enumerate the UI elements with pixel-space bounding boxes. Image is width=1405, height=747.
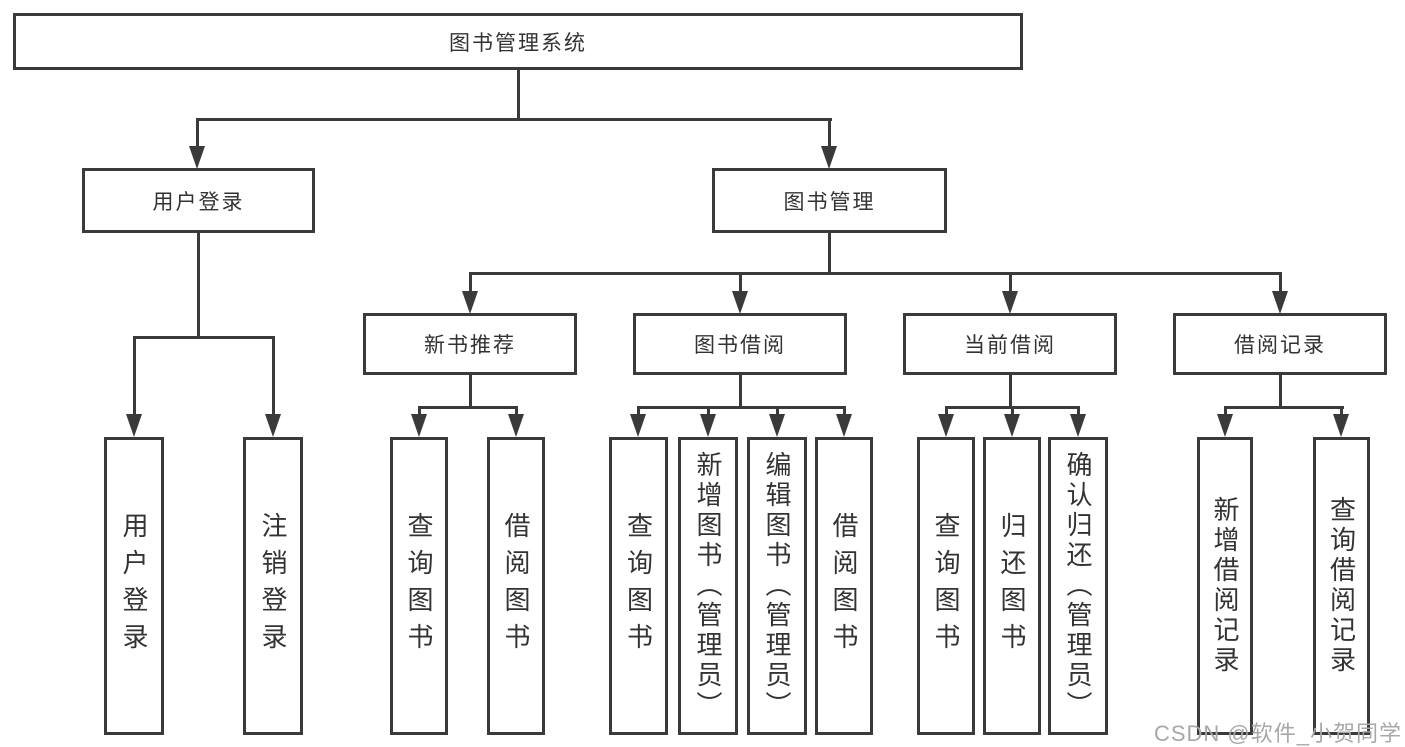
leaf-user-login: 用户登录 [104, 437, 164, 735]
node-book-borrow-label: 图书借阅 [694, 334, 786, 357]
connector-vline [636, 406, 640, 418]
arrowhead-down-icon [189, 146, 205, 169]
leaf-label: 查询图书 [931, 512, 961, 660]
connector-hline [195, 118, 832, 121]
connector-vline [1223, 406, 1227, 418]
node-current-borrow: 当前借阅 [903, 313, 1117, 375]
leaf-edit-books-admin: 编辑图书（管理员） [747, 437, 807, 735]
arrowhead-down-icon [836, 414, 852, 437]
connector-vline [271, 336, 275, 416]
connector-vline [1008, 375, 1012, 409]
leaf-borrow-books: 借阅图书 [815, 437, 873, 735]
connector-vline [944, 406, 948, 418]
leaf-query-books-borrow: 查询图书 [609, 437, 668, 735]
leaf-label: 查询图书 [623, 512, 654, 660]
leaf-label: 用户登录 [119, 512, 149, 660]
arrowhead-down-icon [1070, 414, 1086, 437]
arrowhead-down-icon [265, 414, 281, 437]
arrowhead-down-icon [126, 414, 142, 437]
node-user-login: 用户登录 [82, 168, 315, 233]
connector-vline [132, 336, 136, 416]
node-root-label: 图书管理系统 [449, 31, 587, 55]
leaf-confirm-return-admin: 确认归还（管理员） [1048, 437, 1108, 735]
leaf-label: 编辑图书（管理员） [762, 451, 792, 721]
node-root: 图书管理系统 [13, 13, 1023, 70]
leaf-borrow-books-recommend: 借阅图书 [487, 437, 545, 735]
connector-vline [468, 272, 472, 294]
leaf-label: 借阅图书 [501, 512, 531, 660]
arrowhead-down-icon [700, 414, 716, 437]
leaf-label: 归还图书 [997, 512, 1027, 660]
node-borrow-records-label: 借阅记录 [1234, 334, 1326, 357]
leaf-label: 新增借阅记录 [1210, 496, 1240, 676]
leaf-logout-login: 注销登录 [243, 437, 303, 735]
connector-vline [706, 406, 710, 418]
connector-vline [842, 406, 846, 418]
connector-vline [417, 406, 421, 418]
csdn-watermark: CSDN @软件_小贺同学 [1153, 721, 1402, 746]
connector-vline [514, 406, 518, 418]
node-book-management: 图书管理 [712, 168, 947, 233]
connector-vline [738, 375, 742, 409]
leaf-query-borrow-record: 查询借阅记录 [1313, 437, 1370, 735]
leaf-add-borrow-record: 新增借阅记录 [1197, 437, 1253, 735]
leaf-add-books-admin: 新增图书（管理员） [678, 437, 738, 735]
arrowhead-down-icon [1004, 414, 1020, 437]
connector-hline [417, 406, 518, 409]
connector-vline [1278, 375, 1282, 409]
connector-vline [1278, 272, 1282, 294]
arrowhead-down-icon [462, 291, 478, 314]
arrowhead-down-icon [1272, 291, 1288, 314]
connector-vline [1339, 406, 1343, 418]
leaf-label: 新增图书（管理员） [693, 451, 723, 721]
node-book-management-label: 图书管理 [783, 190, 876, 214]
connector-vline [1076, 406, 1080, 418]
leaf-query-books-recommend: 查询图书 [390, 437, 448, 735]
connector-vline [195, 118, 199, 148]
leaf-label: 查询借阅记录 [1326, 496, 1357, 676]
connector-hline [132, 336, 275, 339]
node-user-login-label: 用户登录 [152, 190, 245, 214]
connector-vline [1010, 406, 1014, 418]
arrowhead-down-icon [732, 291, 748, 314]
connector-hline [636, 406, 846, 409]
node-new-book-recommend-label: 新书推荐 [424, 334, 516, 357]
connector-vline [827, 233, 831, 274]
connector-vline [1008, 272, 1012, 294]
arrowhead-down-icon [508, 414, 524, 437]
connector-vline [827, 118, 831, 148]
connector-hline [468, 272, 1282, 275]
leaf-return-books: 归还图书 [983, 437, 1041, 735]
node-borrow-records: 借阅记录 [1173, 313, 1387, 375]
connector-hline [1223, 406, 1344, 409]
arrowhead-down-icon [938, 414, 954, 437]
leaf-query-books-current: 查询图书 [917, 437, 975, 735]
connector-vline [196, 233, 200, 337]
arrowhead-down-icon [769, 414, 785, 437]
node-book-borrow: 图书借阅 [633, 313, 847, 375]
connector-vline [468, 375, 472, 409]
node-new-book-recommend: 新书推荐 [363, 313, 577, 375]
leaf-label: 查询图书 [404, 512, 434, 660]
connector-vline [738, 272, 742, 294]
arrowhead-down-icon [411, 414, 427, 437]
arrowhead-down-icon [1333, 414, 1349, 437]
arrowhead-down-icon [1002, 291, 1018, 314]
node-current-borrow-label: 当前借阅 [964, 334, 1056, 357]
connector-vline [516, 70, 520, 118]
leaf-label: 注销登录 [258, 512, 288, 660]
arrowhead-down-icon [630, 414, 646, 437]
leaf-label: 借阅图书 [829, 512, 859, 660]
leaf-label: 确认归还（管理员） [1063, 451, 1093, 721]
arrowhead-down-icon [1217, 414, 1233, 437]
connector-vline [775, 406, 779, 418]
arrowhead-down-icon [821, 146, 837, 169]
